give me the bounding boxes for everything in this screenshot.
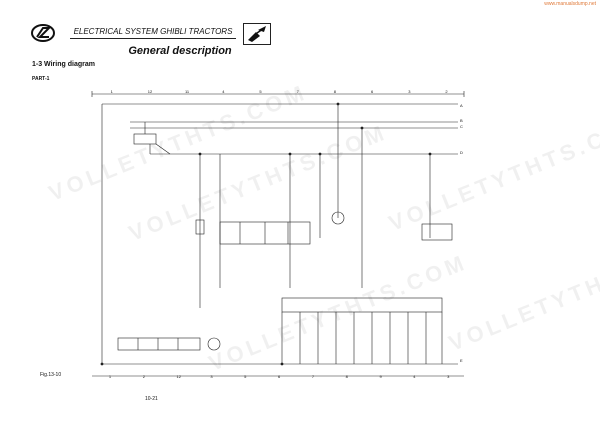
grid-label-bottom: 1	[108, 374, 112, 379]
grid-label-top: 6	[371, 89, 374, 94]
grid-label-bottom: 7	[311, 374, 315, 379]
brand-logo-icon	[31, 24, 55, 42]
figure-label: Fig.13-10	[40, 372, 62, 378]
connector-label: E	[460, 358, 463, 363]
connector-label: A	[460, 103, 463, 108]
grid-label-top: 1	[110, 89, 113, 94]
grid-label-bottom: 3	[210, 374, 213, 379]
grid-label-top: 11	[185, 89, 190, 94]
grid-label-top: 7	[296, 89, 299, 94]
grid-label-top: 3	[408, 89, 411, 94]
wiring-diagram	[91, 91, 465, 377]
connector-label: D	[460, 150, 463, 155]
grid-label-bottom: 6	[278, 374, 281, 379]
page-number: 10-21	[145, 396, 158, 402]
grid-label-bottom: 2	[142, 374, 145, 379]
page-title: General description	[128, 45, 232, 57]
watermark: VOLLETYTHTS.COM	[445, 229, 600, 356]
grid-label-top: 8	[333, 89, 337, 94]
grid-label-bottom: 9	[379, 374, 382, 379]
top-url[interactable]: www.manualsdump.net	[544, 1, 596, 7]
grid-label-top: 4	[222, 89, 225, 94]
section-heading: 1-3 Wiring diagram	[32, 61, 95, 68]
electrical-plug-icon	[243, 23, 271, 45]
grid-label-bottom: 5	[244, 374, 247, 379]
grid-label-bottom: 4	[413, 374, 416, 379]
grid-label-top: 12	[147, 89, 153, 94]
grid-label-top: 2	[445, 89, 448, 94]
header-title: ELECTRICAL SYSTEM GHIBLI TRACTORS	[70, 26, 236, 39]
grid-label-bottom: 12	[176, 374, 181, 379]
connector-label: B	[460, 118, 463, 123]
part-label: PART-1	[32, 76, 50, 82]
grid-label-top: 5	[259, 89, 262, 94]
connector-label: C	[460, 124, 463, 129]
grid-label-bottom: 8	[345, 374, 348, 379]
grid-label-bottom: 3	[447, 374, 450, 379]
